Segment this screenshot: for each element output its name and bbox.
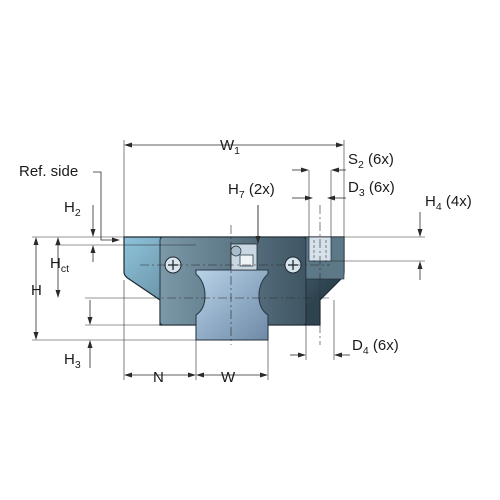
label-h4: H4 (4x) — [425, 193, 472, 213]
label-h: H — [31, 282, 42, 299]
rail — [195, 269, 269, 341]
label-h2: H2 — [64, 199, 81, 219]
label-s2: S2 (6x) — [348, 151, 394, 171]
label-hct: Hct — [50, 255, 69, 275]
label-h7: H7 (2x) — [228, 181, 275, 201]
label-d4: D4 (6x) — [352, 337, 399, 357]
label-h3: H3 — [64, 351, 81, 371]
label-n: N — [153, 369, 164, 386]
label-ref-side: Ref. side — [19, 163, 78, 180]
label-d3: D3 (6x) — [348, 179, 395, 199]
label-w: W — [221, 369, 236, 386]
label-w1: W1 — [220, 137, 240, 157]
